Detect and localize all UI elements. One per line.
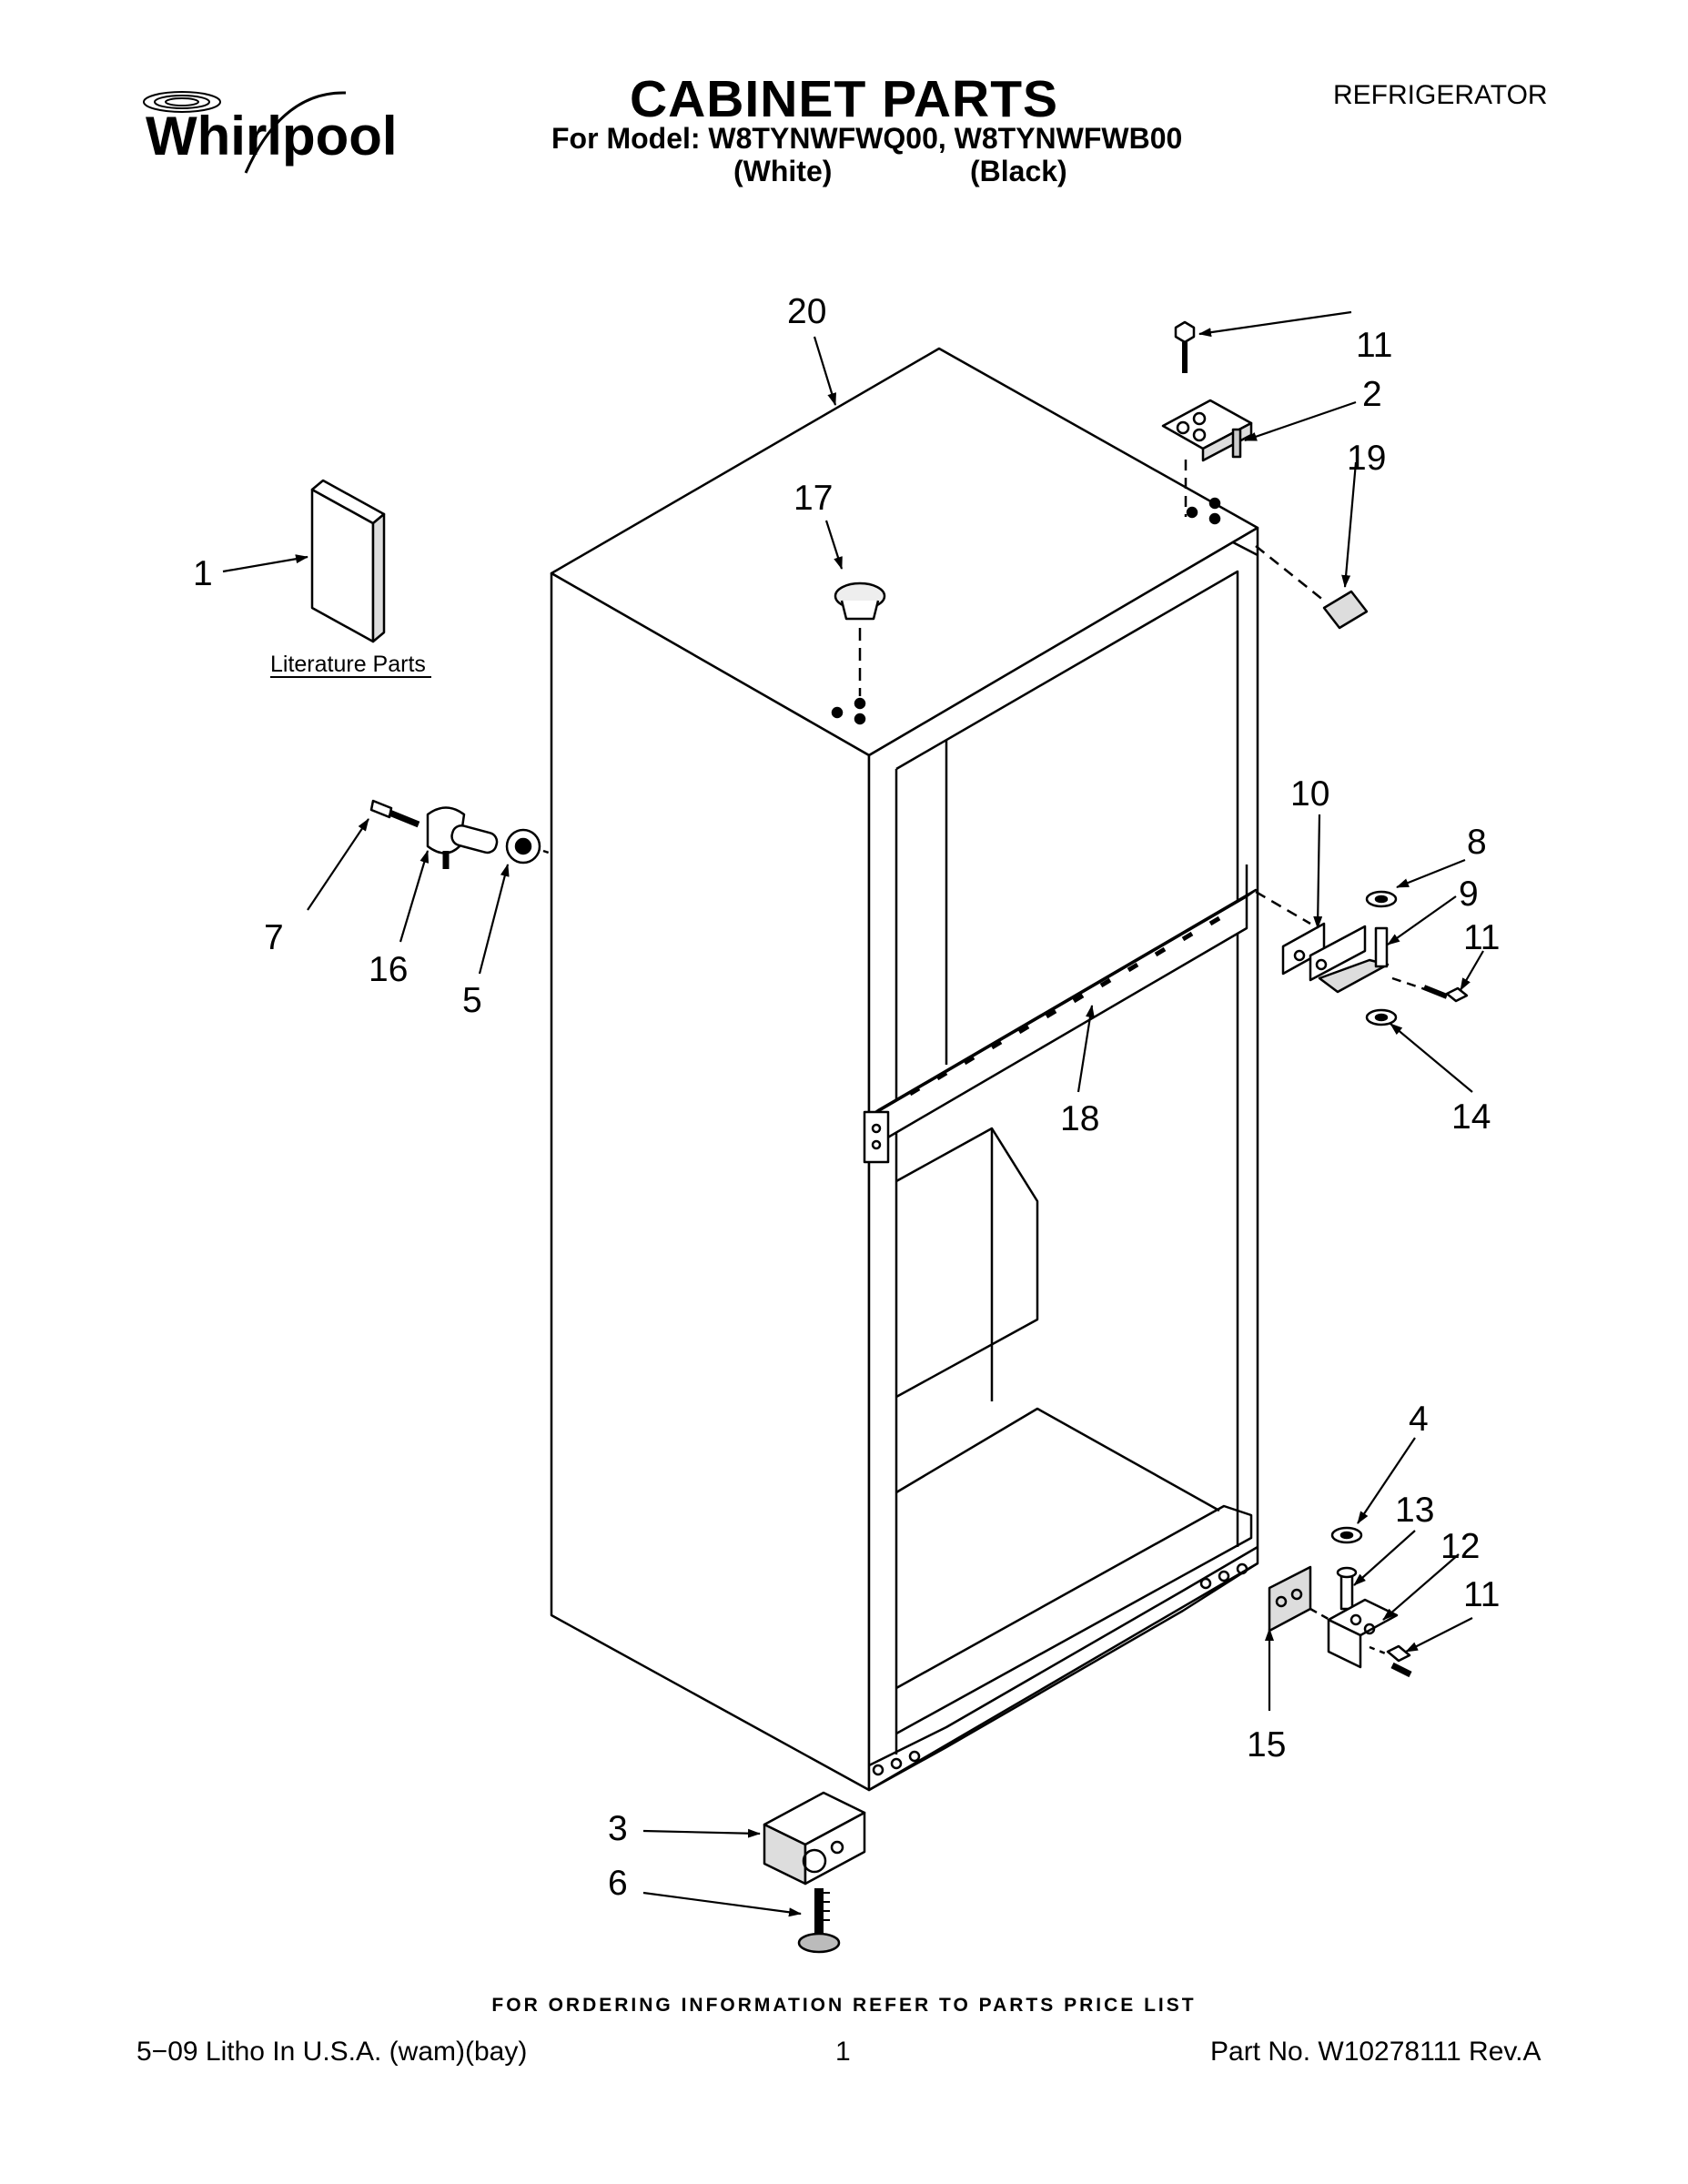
callout-1: 1: [193, 554, 213, 593]
callout-11-top: 11: [1356, 326, 1393, 365]
bottom-hinge-assembly: [1268, 1526, 1412, 1678]
literature-parts-label: Literature Parts: [270, 652, 426, 677]
callout-9: 9: [1459, 875, 1479, 914]
callout-8: 8: [1467, 823, 1487, 862]
brand-wordmark: Whirlpool: [146, 106, 398, 167]
part-number: Part No. W10278111 Rev.A: [1210, 2037, 1541, 2067]
literature-booklet: [310, 479, 386, 643]
center-hinge-assembly: [1255, 890, 1469, 1026]
callout-3: 3: [608, 1809, 628, 1848]
callout-4: 4: [1409, 1400, 1429, 1439]
callout-5: 5: [462, 981, 482, 1020]
left-hinge-pin-assembly: [369, 799, 552, 869]
callout-15: 15: [1247, 1725, 1286, 1764]
callout-11-bottom: 11: [1463, 1575, 1501, 1614]
callout-10: 10: [1290, 774, 1329, 814]
whirlpool-logo: Whirlpool: [136, 82, 409, 187]
category-label: REFRIGERATOR: [1333, 80, 1548, 110]
callout-19: 18: [1060, 1099, 1099, 1138]
page-title: CABINET PARTS: [629, 70, 1059, 128]
callout-11-middle: 11: [1463, 918, 1501, 957]
callout-13: 13: [1395, 1491, 1434, 1530]
callout-14: 14: [1451, 1097, 1491, 1137]
hole-plug: [834, 581, 886, 696]
color-black: (Black): [970, 155, 1067, 187]
model-numbers: For Model: W8TYNWFWQ00, W8TYNWFWB00: [551, 122, 1183, 155]
callout-20: 20: [787, 292, 826, 331]
color-white: (White): [733, 155, 833, 187]
ordering-note: FOR ORDERING INFORMATION REFER TO PARTS …: [491, 1995, 1197, 2016]
callout-17: 17: [793, 479, 833, 518]
cabinet-shell: [550, 347, 1259, 1792]
callout-7: 7: [264, 918, 284, 957]
callout-arrows: [222, 310, 1484, 1917]
callout-labels: 20 1 11 2 19 17 7 16 5 10 8 9 11 14 18 4…: [193, 292, 1501, 1903]
callout-6: 6: [608, 1864, 628, 1903]
top-hinge-assembly: [1161, 320, 1253, 517]
divider-rail: [863, 864, 1258, 1164]
roller-and-leveling-leg: [763, 1791, 866, 1954]
callout-12: 12: [1440, 1527, 1480, 1566]
hinge-cover: [1255, 545, 1369, 630]
callout-16: 16: [369, 950, 408, 989]
callout-2: 2: [1362, 375, 1382, 414]
callout-18: 19: [1347, 439, 1386, 478]
page-number: 1: [835, 2037, 851, 2067]
print-info: 5−09 Litho In U.S.A. (wam)(bay): [136, 2037, 528, 2067]
